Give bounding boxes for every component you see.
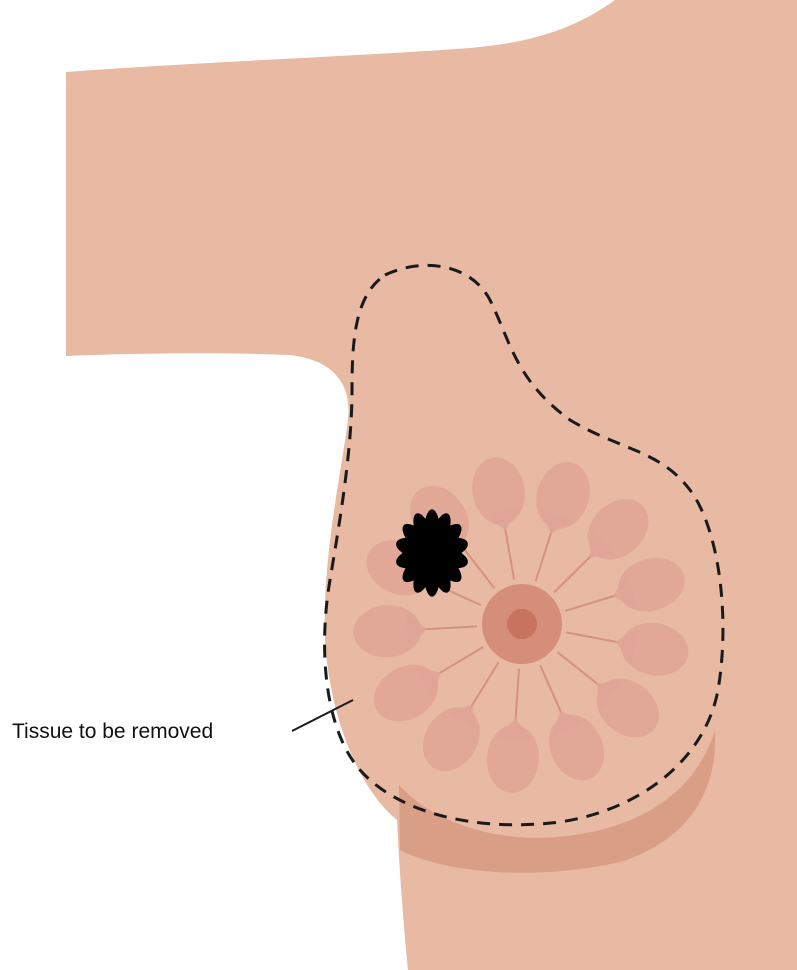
nipple-icon [507,609,537,639]
tissue-removal-label: Tissue to be removed [12,719,213,745]
